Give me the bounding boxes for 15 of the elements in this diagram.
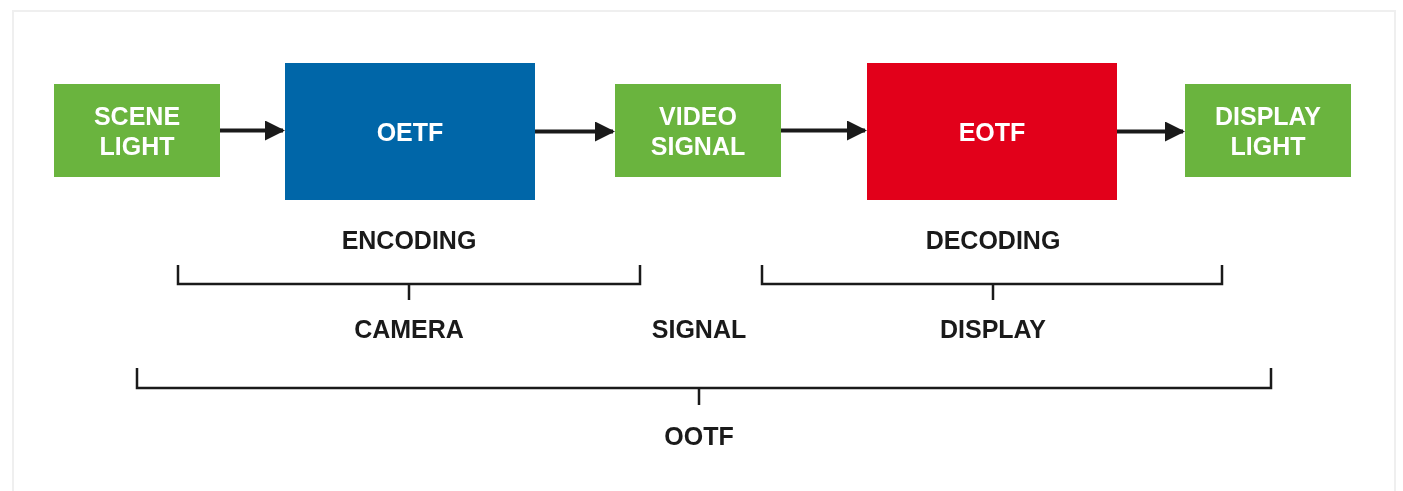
stage-label: DISPLAY: [939, 315, 1047, 344]
encoder-box: OETF: [285, 63, 535, 200]
arrow: [1117, 121, 1185, 142]
process-box: VIDEO SIGNAL: [615, 84, 781, 177]
process-box: SCENE LIGHT: [54, 84, 220, 177]
stage-label: DECODING: [925, 226, 1061, 255]
arrow: [535, 121, 615, 142]
decoder-box: EOTF: [867, 63, 1117, 200]
arrow: [781, 120, 867, 141]
process-box: DISPLAY LIGHT: [1185, 84, 1351, 177]
stage-label: SIGNAL: [651, 315, 747, 344]
stage-label: CAMERA: [354, 315, 464, 344]
stage-label: ENCODING: [341, 226, 477, 255]
stage-label: OOTF: [664, 422, 734, 451]
arrow: [220, 120, 285, 141]
